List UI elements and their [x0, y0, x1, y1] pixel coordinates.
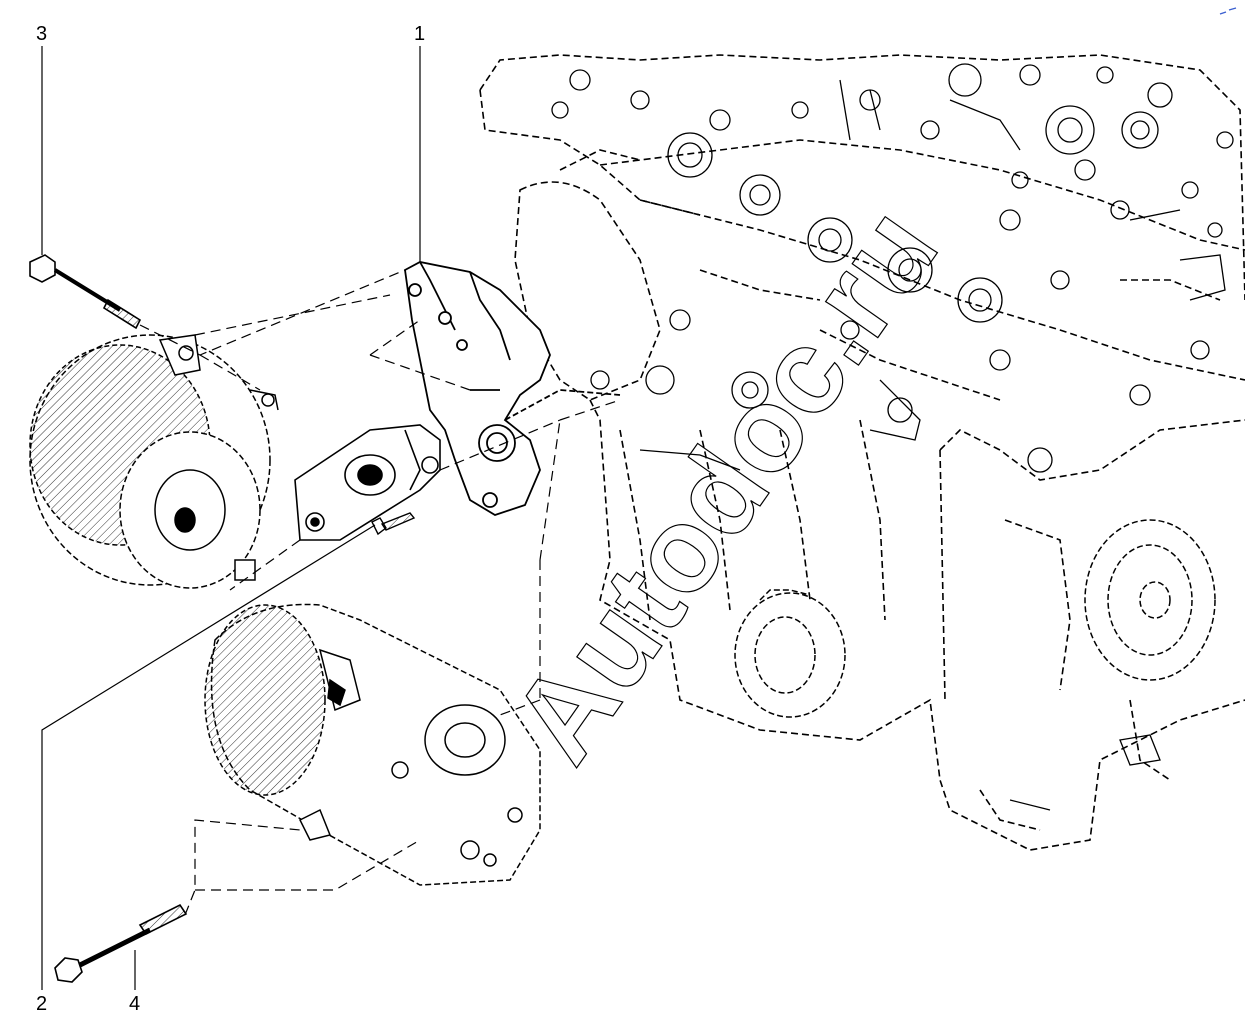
bracket-part-1	[404, 261, 621, 516]
oil-filter	[734, 589, 846, 718]
corner-mark	[1219, 7, 1237, 15]
tensioner-bolt	[371, 512, 416, 536]
bolt-part-3	[29, 254, 142, 330]
engine-details	[551, 63, 1234, 811]
assembly-guide-lines	[139, 269, 621, 916]
belt-tensioner	[294, 424, 441, 541]
watermark: Autodoc.ru	[486, 184, 964, 786]
ac-compressor	[204, 603, 541, 886]
bolt-part-4	[54, 903, 188, 983]
engine-block	[479, 54, 1245, 851]
callout-3: 3	[36, 23, 48, 45]
callout-1: 1	[414, 23, 426, 45]
callout-4: 4	[129, 993, 141, 1015]
alternator	[29, 334, 279, 589]
watermark-text: Autodoc.ru	[486, 184, 963, 785]
callout-2: 2	[36, 993, 48, 1015]
callout-leaders	[41, 46, 421, 990]
crank-pulley	[1084, 519, 1216, 681]
